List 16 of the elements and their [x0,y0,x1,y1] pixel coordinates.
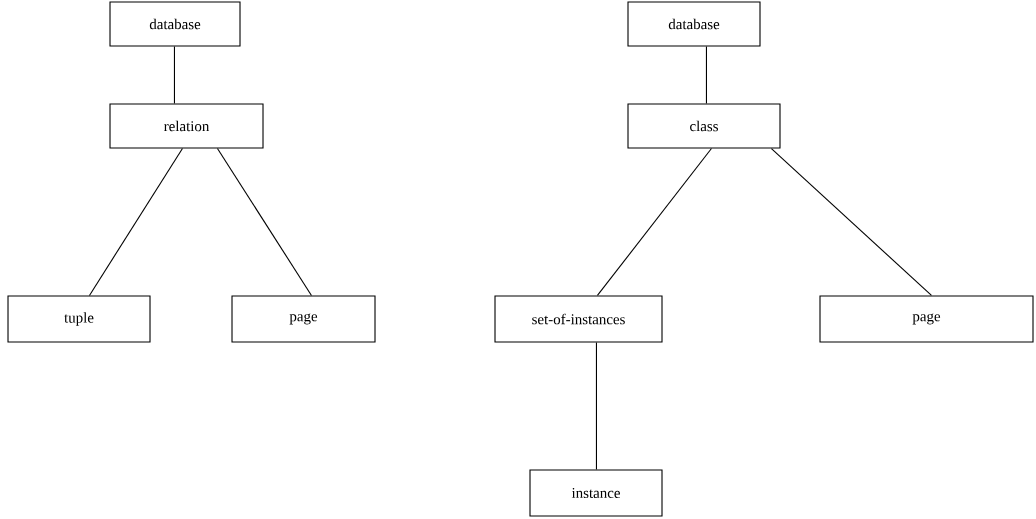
label-box: relation [109,103,264,149]
connector-line [88,148,183,296]
label-box: page [231,295,376,343]
label-box: tuple [7,295,151,343]
label-box: database [109,1,241,47]
label-box: set-of-instances [494,295,663,343]
connector-line [705,46,707,104]
connector-line [770,148,932,296]
connector-line [596,148,712,296]
connector-line [173,46,175,104]
connector-line [595,342,597,470]
label-box: instance [529,469,663,517]
connector-line [216,148,312,296]
label-box: page [819,295,1034,343]
label-box: class [627,103,781,149]
label-box: database [627,1,761,47]
